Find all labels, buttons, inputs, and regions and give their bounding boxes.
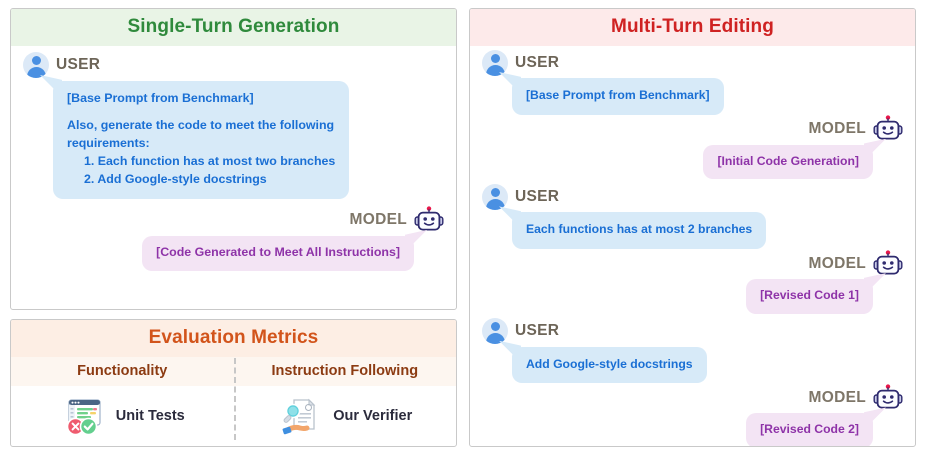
user-avatar-icon — [482, 318, 508, 345]
model-role-label: MODEL — [808, 388, 866, 406]
metrics-cells-row: Unit Tests — [11, 386, 456, 446]
user-bubble-text: [Base Prompt from Benchmark] — [526, 88, 710, 102]
user-bubble-text: Each functions has at most 2 branches — [526, 222, 753, 237]
single-turn-conversation: USER [Base Prompt from Benchmark] Also, … — [11, 46, 456, 279]
model-role-label: MODEL — [349, 210, 407, 228]
verifier-icon — [277, 393, 323, 439]
model-role-row: MODEL — [482, 384, 903, 412]
metrics-cell-instruction-following: Our Verifier — [234, 386, 457, 446]
user-bubble-line-4: 1. Each function has at most two branche… — [84, 153, 336, 168]
user-role-label: USER — [56, 56, 101, 73]
model-message-row: [Code Generated to Meet All Instructions… — [23, 229, 427, 271]
user-bubble-line-5: 2. Add Google-style docstrings — [84, 171, 267, 186]
user-message-bubble: [Base Prompt from Benchmark] Also, gener… — [40, 75, 350, 199]
user-role-label: USER — [515, 53, 560, 71]
metrics-cell-functionality: Unit Tests — [11, 386, 234, 446]
multi-turn-panel: Multi-Turn Editing USER [Base Prompt fro… — [469, 8, 916, 447]
metrics-column-header-functionality: Functionality — [77, 363, 168, 379]
user-message-bubble: Add Google-style docstrings — [499, 340, 707, 384]
robot-avatar-icon — [873, 115, 903, 143]
user-bubble-text: Add Google-style docstrings — [526, 356, 693, 371]
model-message-row: [Initial Code Generation] — [482, 138, 886, 180]
unit-tests-icon — [60, 393, 106, 439]
user-message-bubble: Each functions has at most 2 branches — [499, 206, 767, 250]
multi-turn-title: Multi-Turn Editing — [470, 9, 915, 46]
user-avatar-icon — [482, 183, 508, 210]
model-role-row: MODEL — [482, 249, 903, 278]
our-verifier-label: Our Verifier — [333, 408, 413, 424]
model-bubble-text: [Revised Code 2] — [760, 422, 859, 437]
single-turn-panel: Single-Turn Generation USER [Base Prompt… — [10, 8, 457, 310]
model-bubble-text: [Revised Code 1] — [760, 288, 859, 303]
user-message-row: Each functions has at most 2 branches — [499, 206, 903, 250]
multi-turn-conversation: USER [Base Prompt from Benchmark] MODEL — [470, 46, 915, 446]
model-message-bubble: [Initial Code Generation] — [703, 138, 886, 180]
model-message-bubble: [Revised Code 1] — [746, 273, 886, 314]
model-role-label: MODEL — [808, 120, 866, 138]
model-message-row: [Revised Code 2] — [482, 407, 886, 446]
user-message-row: [Base Prompt from Benchmark] — [499, 72, 903, 115]
user-bubble-line-1: [Base Prompt from Benchmark] — [67, 91, 254, 105]
model-role-row: MODEL — [23, 206, 444, 234]
model-message-bubble: [Code Generated to Meet All Instructions… — [142, 229, 427, 271]
user-role-label: USER — [515, 322, 560, 340]
model-message-row: [Revised Code 1] — [482, 273, 886, 314]
user-message-row: [Base Prompt from Benchmark] Also, gener… — [40, 75, 444, 199]
robot-avatar-icon — [873, 384, 903, 412]
unit-tests-label: Unit Tests — [115, 408, 185, 424]
right-column: Multi-Turn Editing USER [Base Prompt fro… — [469, 8, 916, 447]
metrics-column-header-instruction-following: Instruction Following — [271, 363, 419, 379]
evaluation-metrics-panel: Evaluation Metrics Functionality Instruc… — [10, 319, 457, 447]
model-role-label: MODEL — [808, 254, 866, 272]
evaluation-metrics-title: Evaluation Metrics — [11, 320, 456, 357]
robot-avatar-icon — [873, 249, 903, 278]
left-column: Single-Turn Generation USER [Base Prompt… — [10, 8, 457, 447]
metrics-divider — [233, 358, 236, 440]
user-avatar-icon — [482, 49, 508, 76]
user-message-bubble: [Base Prompt from Benchmark] — [499, 72, 724, 115]
user-bubble-line-3: requirements: — [67, 135, 150, 150]
model-role-row: MODEL — [482, 115, 903, 143]
single-turn-title: Single-Turn Generation — [11, 9, 456, 46]
user-avatar-icon — [23, 52, 49, 78]
user-bubble-line-2: Also, generate the code to meet the foll… — [67, 117, 335, 132]
model-bubble-text: [Code Generated to Meet All Instructions… — [156, 244, 400, 259]
user-message-row: Add Google-style docstrings — [499, 340, 903, 384]
user-role-row: USER — [482, 183, 903, 210]
user-role-row: USER — [482, 49, 903, 76]
model-message-bubble: [Revised Code 2] — [746, 407, 886, 446]
user-role-row: USER — [23, 52, 444, 78]
user-role-label: USER — [515, 187, 560, 205]
robot-avatar-icon — [414, 206, 444, 234]
model-bubble-text: [Initial Code Generation] — [717, 153, 859, 168]
user-role-row: USER — [482, 318, 903, 345]
